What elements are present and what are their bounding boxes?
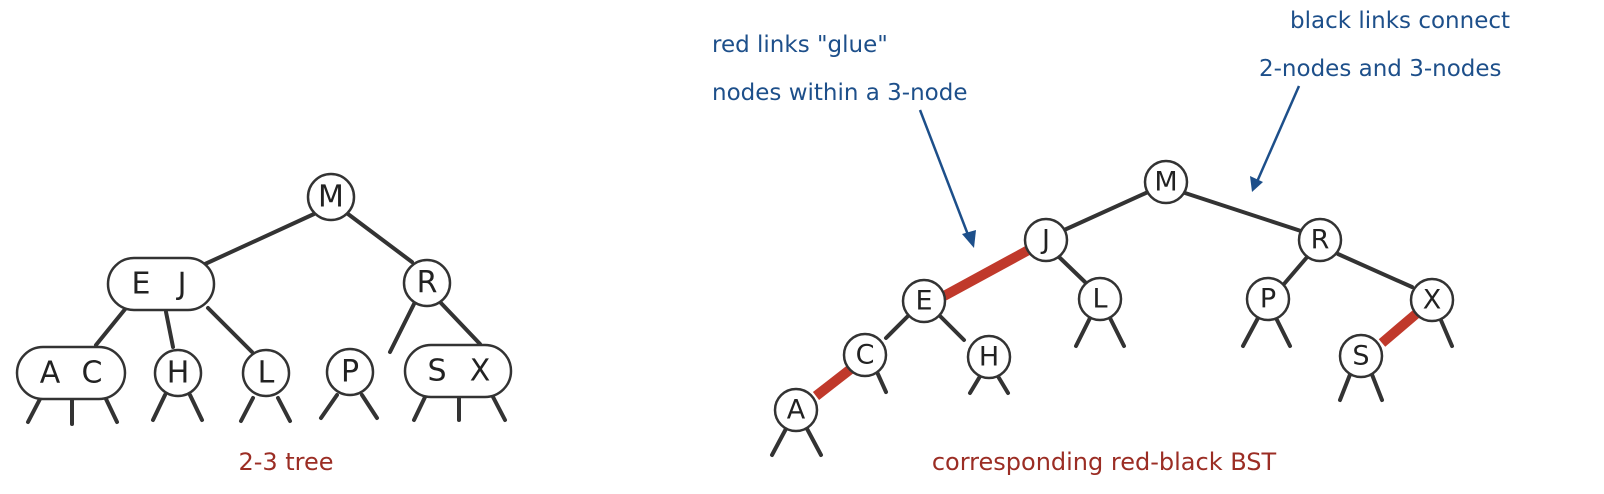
- annotation-red-line-1: red links "glue": [712, 32, 888, 58]
- caption-23-tree: 2-3 tree: [238, 448, 333, 476]
- edge-rb-R-P: [1282, 254, 1310, 286]
- edge-rb-J-L: [1056, 254, 1088, 285]
- annotation-red-line-2: nodes within a 3-node: [712, 80, 968, 106]
- svg-text:R: R: [417, 266, 438, 301]
- svg-text:C: C: [82, 356, 103, 391]
- node-rb-S: S: [1338, 333, 1384, 379]
- edge-23-EJ-H: [164, 310, 175, 349]
- node-rb-L: L: [1077, 276, 1123, 322]
- svg-text:P: P: [341, 355, 359, 390]
- edge-23-M-R: [346, 212, 414, 264]
- node-23-H: H: [153, 348, 203, 398]
- node-rb-P: P: [1245, 276, 1291, 322]
- svg-text:R: R: [1311, 225, 1330, 256]
- svg-text:A: A: [787, 395, 806, 426]
- leaf-links-rb: [770, 316, 1454, 457]
- node-rb-J: J: [1023, 217, 1069, 263]
- node-rb-R: R: [1297, 217, 1343, 263]
- node-23-P: P: [325, 347, 375, 397]
- node-rb-H: H: [966, 334, 1012, 380]
- arrow-red-links: [918, 109, 972, 241]
- svg-text:X: X: [470, 354, 491, 389]
- svg-text:E: E: [132, 267, 151, 302]
- leaf-links-23: [26, 393, 507, 426]
- svg-text:S: S: [427, 354, 446, 389]
- edge-rb-C-A: [812, 364, 856, 400]
- svg-text:H: H: [979, 342, 999, 373]
- annotation-black-links: black links connect 2-nodes and 3-nodes: [1250, 8, 1510, 192]
- edge-rb-X-S: [1378, 310, 1420, 347]
- annotation-black-line-1: black links connect: [1290, 8, 1510, 34]
- node-rb-E: E: [901, 278, 947, 324]
- node-rb-X: X: [1409, 277, 1455, 323]
- node-23-M: M: [306, 172, 356, 222]
- edge-rb-J-E: [941, 242, 1037, 301]
- tree-rb: M J R E L P X C H S A corresponding red-…: [770, 159, 1455, 476]
- arrow-black-links: [1254, 85, 1301, 185]
- edge-23-R-SX: [438, 300, 482, 346]
- svg-text:L: L: [258, 356, 275, 391]
- edge-23-EJ-L: [206, 306, 254, 354]
- annotation-black-line-2: 2-nodes and 3-nodes: [1259, 56, 1502, 82]
- svg-text:A: A: [40, 356, 61, 391]
- edge-rb-M-R: [1180, 190, 1306, 234]
- annotation-red-links: red links "glue" nodes within a 3-node: [712, 32, 976, 248]
- edge-rb-E-C: [884, 310, 914, 340]
- svg-text:L: L: [1092, 284, 1107, 315]
- edge-23-EJ-AC: [94, 306, 128, 347]
- svg-text:J: J: [176, 267, 187, 302]
- svg-text:X: X: [1423, 285, 1442, 316]
- svg-text:M: M: [318, 180, 344, 215]
- svg-text:H: H: [167, 356, 190, 391]
- node-23-R: R: [402, 258, 452, 308]
- svg-text:M: M: [1154, 167, 1177, 198]
- node-rb-M: M: [1143, 159, 1189, 205]
- edge-rb-M-J: [1060, 190, 1150, 233]
- svg-text:J: J: [1040, 225, 1050, 256]
- edge-23-M-EJ: [203, 212, 316, 266]
- node-23-L: L: [241, 348, 291, 398]
- svg-text:C: C: [856, 340, 875, 371]
- svg-text:E: E: [915, 286, 932, 317]
- arrowhead-black-links-icon: [1250, 176, 1263, 192]
- edge-23-R-P: [388, 300, 417, 354]
- arrowhead-red-links-icon: [962, 230, 976, 248]
- caption-rb-bst: corresponding red-black BST: [932, 448, 1277, 476]
- edge-rb-E-H: [934, 310, 966, 342]
- svg-text:P: P: [1260, 284, 1276, 315]
- node-rb-C: C: [842, 332, 888, 378]
- svg-text:S: S: [1352, 341, 1369, 372]
- node-rb-A: A: [773, 387, 819, 433]
- edge-rb-R-X: [1336, 252, 1414, 289]
